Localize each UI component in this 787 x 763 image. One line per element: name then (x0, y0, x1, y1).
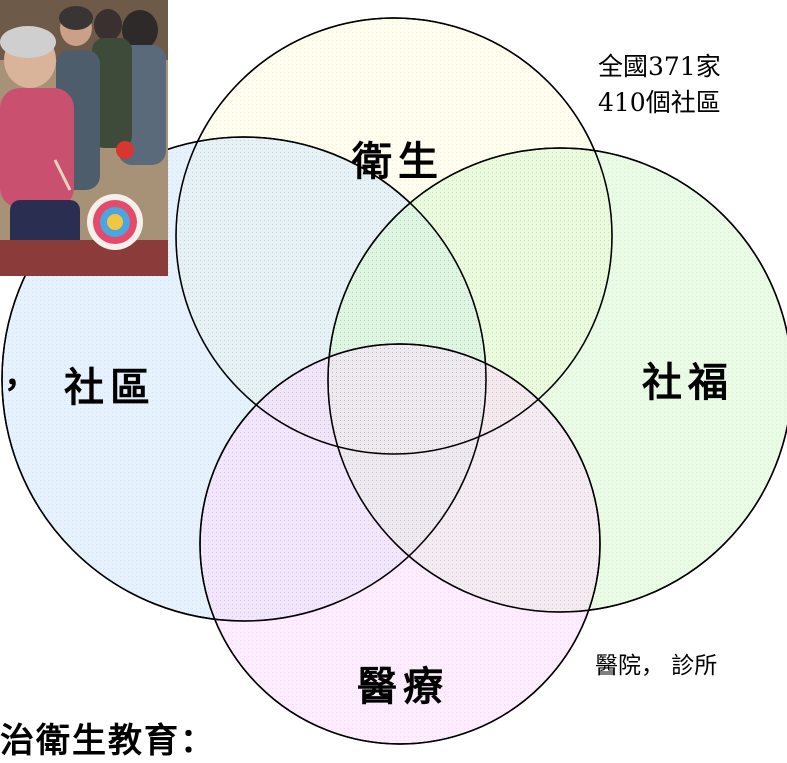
circle-health-outline (175, 17, 613, 455)
note-line-1: 全國371家 (598, 52, 721, 81)
circle-medical-outline (199, 343, 601, 745)
circle-welfare-label: 社福 (642, 359, 734, 406)
circle-medical-texture (200, 344, 600, 744)
photo-image (0, 0, 168, 276)
circle-welfare-outline (327, 147, 787, 613)
hospital-note: 醫院， 診所 (595, 653, 718, 679)
note-line-2: 410個社區 (598, 88, 721, 117)
elderly-group-photo (0, 0, 168, 276)
circle-health-label: 衛生 (351, 138, 444, 185)
left-comma: ， (4, 356, 38, 396)
circle-medical-label: 醫療 (357, 663, 449, 710)
bottom-heading: 治衛生教育： (0, 721, 216, 761)
circle-community-label: 社區 (64, 364, 156, 411)
circle-community-outline (1, 136, 487, 622)
